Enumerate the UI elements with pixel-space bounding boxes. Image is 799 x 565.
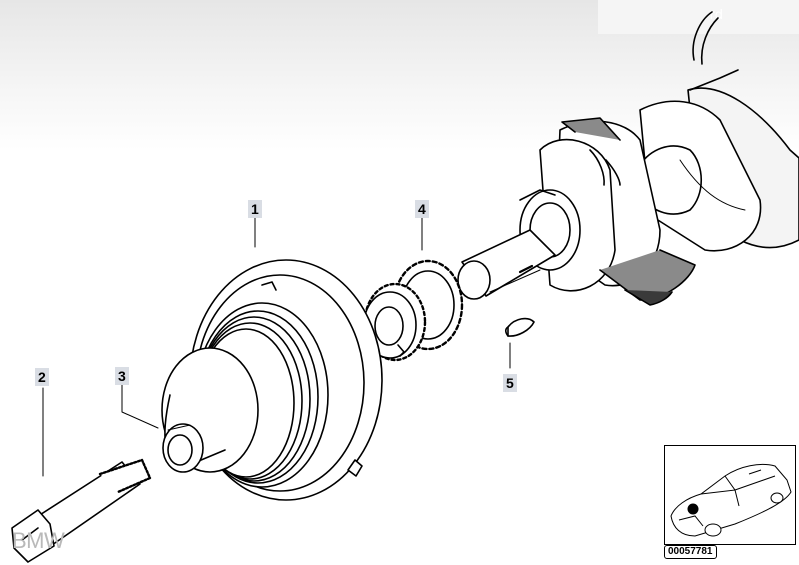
crankshaft [457, 11, 799, 306]
bolt [11, 458, 152, 563]
callout-2: 2 [35, 368, 49, 386]
callout-1: 1 [248, 200, 262, 218]
reference-number: 00057781 [664, 545, 717, 559]
sprocket-gear [363, 259, 464, 362]
washer [162, 423, 204, 473]
woodruff-key [504, 317, 535, 337]
callout-3: 3 [115, 367, 129, 385]
corner-mark: rd [709, 8, 723, 23]
vibration-damper [161, 259, 383, 501]
car-icon [670, 463, 792, 537]
callout-4: 4 [415, 200, 429, 218]
vehicle-location-inset [664, 445, 796, 545]
watermark: BMW [12, 528, 65, 553]
leader-lines [42, 217, 511, 477]
callout-5: 5 [503, 374, 517, 392]
